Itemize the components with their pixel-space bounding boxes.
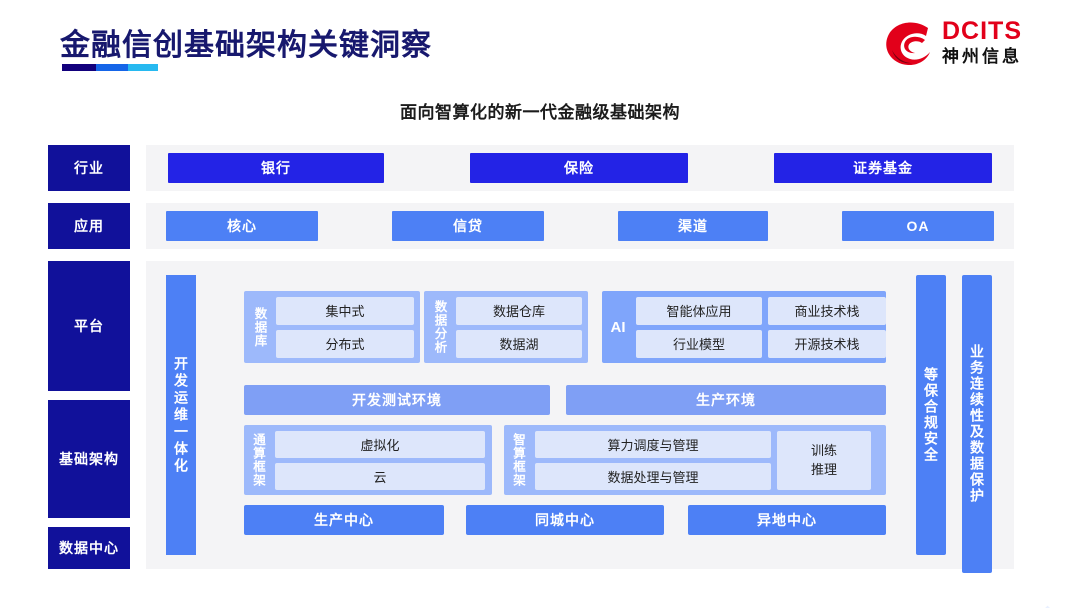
layer-label-infrastructure[interactable]: 基础架构 bbox=[48, 400, 130, 518]
intelligent-cell-data-processing[interactable]: 数据处理与管理 bbox=[535, 462, 771, 490]
brand-logo: DCITS 神州信息 bbox=[884, 16, 1044, 78]
group-database[interactable]: 数据库 集中式 分布式 bbox=[244, 291, 420, 363]
infer-label: 推理 bbox=[810, 462, 837, 477]
ai-cell-commercial-stack[interactable]: 商业技术栈 bbox=[768, 296, 886, 325]
logo-text-cn: 神州信息 bbox=[942, 47, 1022, 66]
security-compliance-label: 等保合规安全 bbox=[923, 367, 939, 463]
ai-cell-agent-application[interactable]: 智能体应用 bbox=[636, 296, 762, 325]
business-continuity-label: 业务连续性及数据保护 bbox=[969, 344, 985, 504]
group-intelligent-computing-framework[interactable]: 智算框架 算力调度与管理 数据处理与管理 训练 推理 bbox=[504, 425, 886, 495]
database-cell-centralized[interactable]: 集中式 bbox=[276, 296, 414, 325]
layer-label-datacenter[interactable]: 数据中心 bbox=[48, 527, 130, 569]
logo-text-en: DCITS bbox=[942, 17, 1022, 45]
industry-item-securities-fund[interactable]: 证券基金 bbox=[774, 153, 992, 183]
group-ai-tag: AI bbox=[610, 318, 626, 336]
group-intelligent-framework-tag: 智算框架 bbox=[511, 433, 525, 487]
devops-label: 开发运维一体化 bbox=[173, 355, 189, 475]
application-item-credit[interactable]: 信贷 bbox=[392, 211, 544, 241]
layer-label-industry[interactable]: 行业 bbox=[48, 145, 130, 191]
ai-cell-opensource-stack[interactable]: 开源技术栈 bbox=[768, 329, 886, 358]
slide-header: 金融信创基础架构关键洞察 DCITS 神州信息 bbox=[0, 0, 1080, 92]
industry-item-insurance[interactable]: 保险 bbox=[470, 153, 688, 183]
dcits-swirl-icon bbox=[886, 22, 930, 66]
group-data-analysis[interactable]: 数据分析 数据仓库 数据湖 bbox=[424, 291, 588, 363]
group-ai[interactable]: AI 智能体应用 商业技术栈 行业模型 开源技术栈 bbox=[602, 291, 886, 363]
intelligent-cell-train-infer[interactable]: 训练 推理 bbox=[777, 430, 871, 490]
application-item-channel[interactable]: 渠道 bbox=[618, 211, 768, 241]
general-cell-virtualization[interactable]: 虚拟化 bbox=[275, 430, 485, 458]
general-cell-cloud[interactable]: 云 bbox=[275, 462, 485, 490]
layer-label-application[interactable]: 应用 bbox=[48, 203, 130, 249]
group-general-computing-framework[interactable]: 通算框架 虚拟化 云 bbox=[244, 425, 492, 495]
env-bar-production[interactable]: 生产环境 bbox=[566, 385, 886, 415]
ai-cell-industry-model[interactable]: 行业模型 bbox=[636, 329, 762, 358]
devops-vertical-bar[interactable]: 开发运维一体化 bbox=[166, 275, 196, 555]
group-data-analysis-tag: 数据分析 bbox=[432, 300, 447, 354]
datacenter-item-production[interactable]: 生产中心 bbox=[244, 505, 444, 535]
database-cell-distributed[interactable]: 分布式 bbox=[276, 329, 414, 358]
datacenter-item-remote[interactable]: 异地中心 bbox=[688, 505, 886, 535]
page-title: 金融信创基础架构关键洞察 bbox=[60, 29, 432, 62]
analysis-cell-data-warehouse[interactable]: 数据仓库 bbox=[456, 296, 582, 325]
title-accent-rule bbox=[62, 64, 158, 71]
group-database-tag: 数据库 bbox=[252, 306, 267, 348]
right-bar-security-compliance[interactable]: 等保合规安全 bbox=[916, 275, 946, 555]
diagram-subtitle: 面向智算化的新一代金融级基础架构 bbox=[400, 103, 680, 122]
group-general-framework-tag: 通算框架 bbox=[251, 433, 265, 487]
right-bar-business-continuity[interactable]: 业务连续性及数据保护 bbox=[962, 275, 992, 573]
application-item-oa[interactable]: OA bbox=[842, 211, 994, 241]
datacenter-item-same-city[interactable]: 同城中心 bbox=[466, 505, 664, 535]
industry-item-bank[interactable]: 银行 bbox=[168, 153, 384, 183]
intelligent-cell-compute-scheduling[interactable]: 算力调度与管理 bbox=[535, 430, 771, 458]
train-label: 训练 bbox=[810, 443, 837, 458]
layer-label-platform[interactable]: 平台 bbox=[48, 261, 130, 391]
analysis-cell-data-lake[interactable]: 数据湖 bbox=[456, 329, 582, 358]
env-bar-dev-test[interactable]: 开发测试环境 bbox=[244, 385, 550, 415]
application-item-core[interactable]: 核心 bbox=[166, 211, 318, 241]
